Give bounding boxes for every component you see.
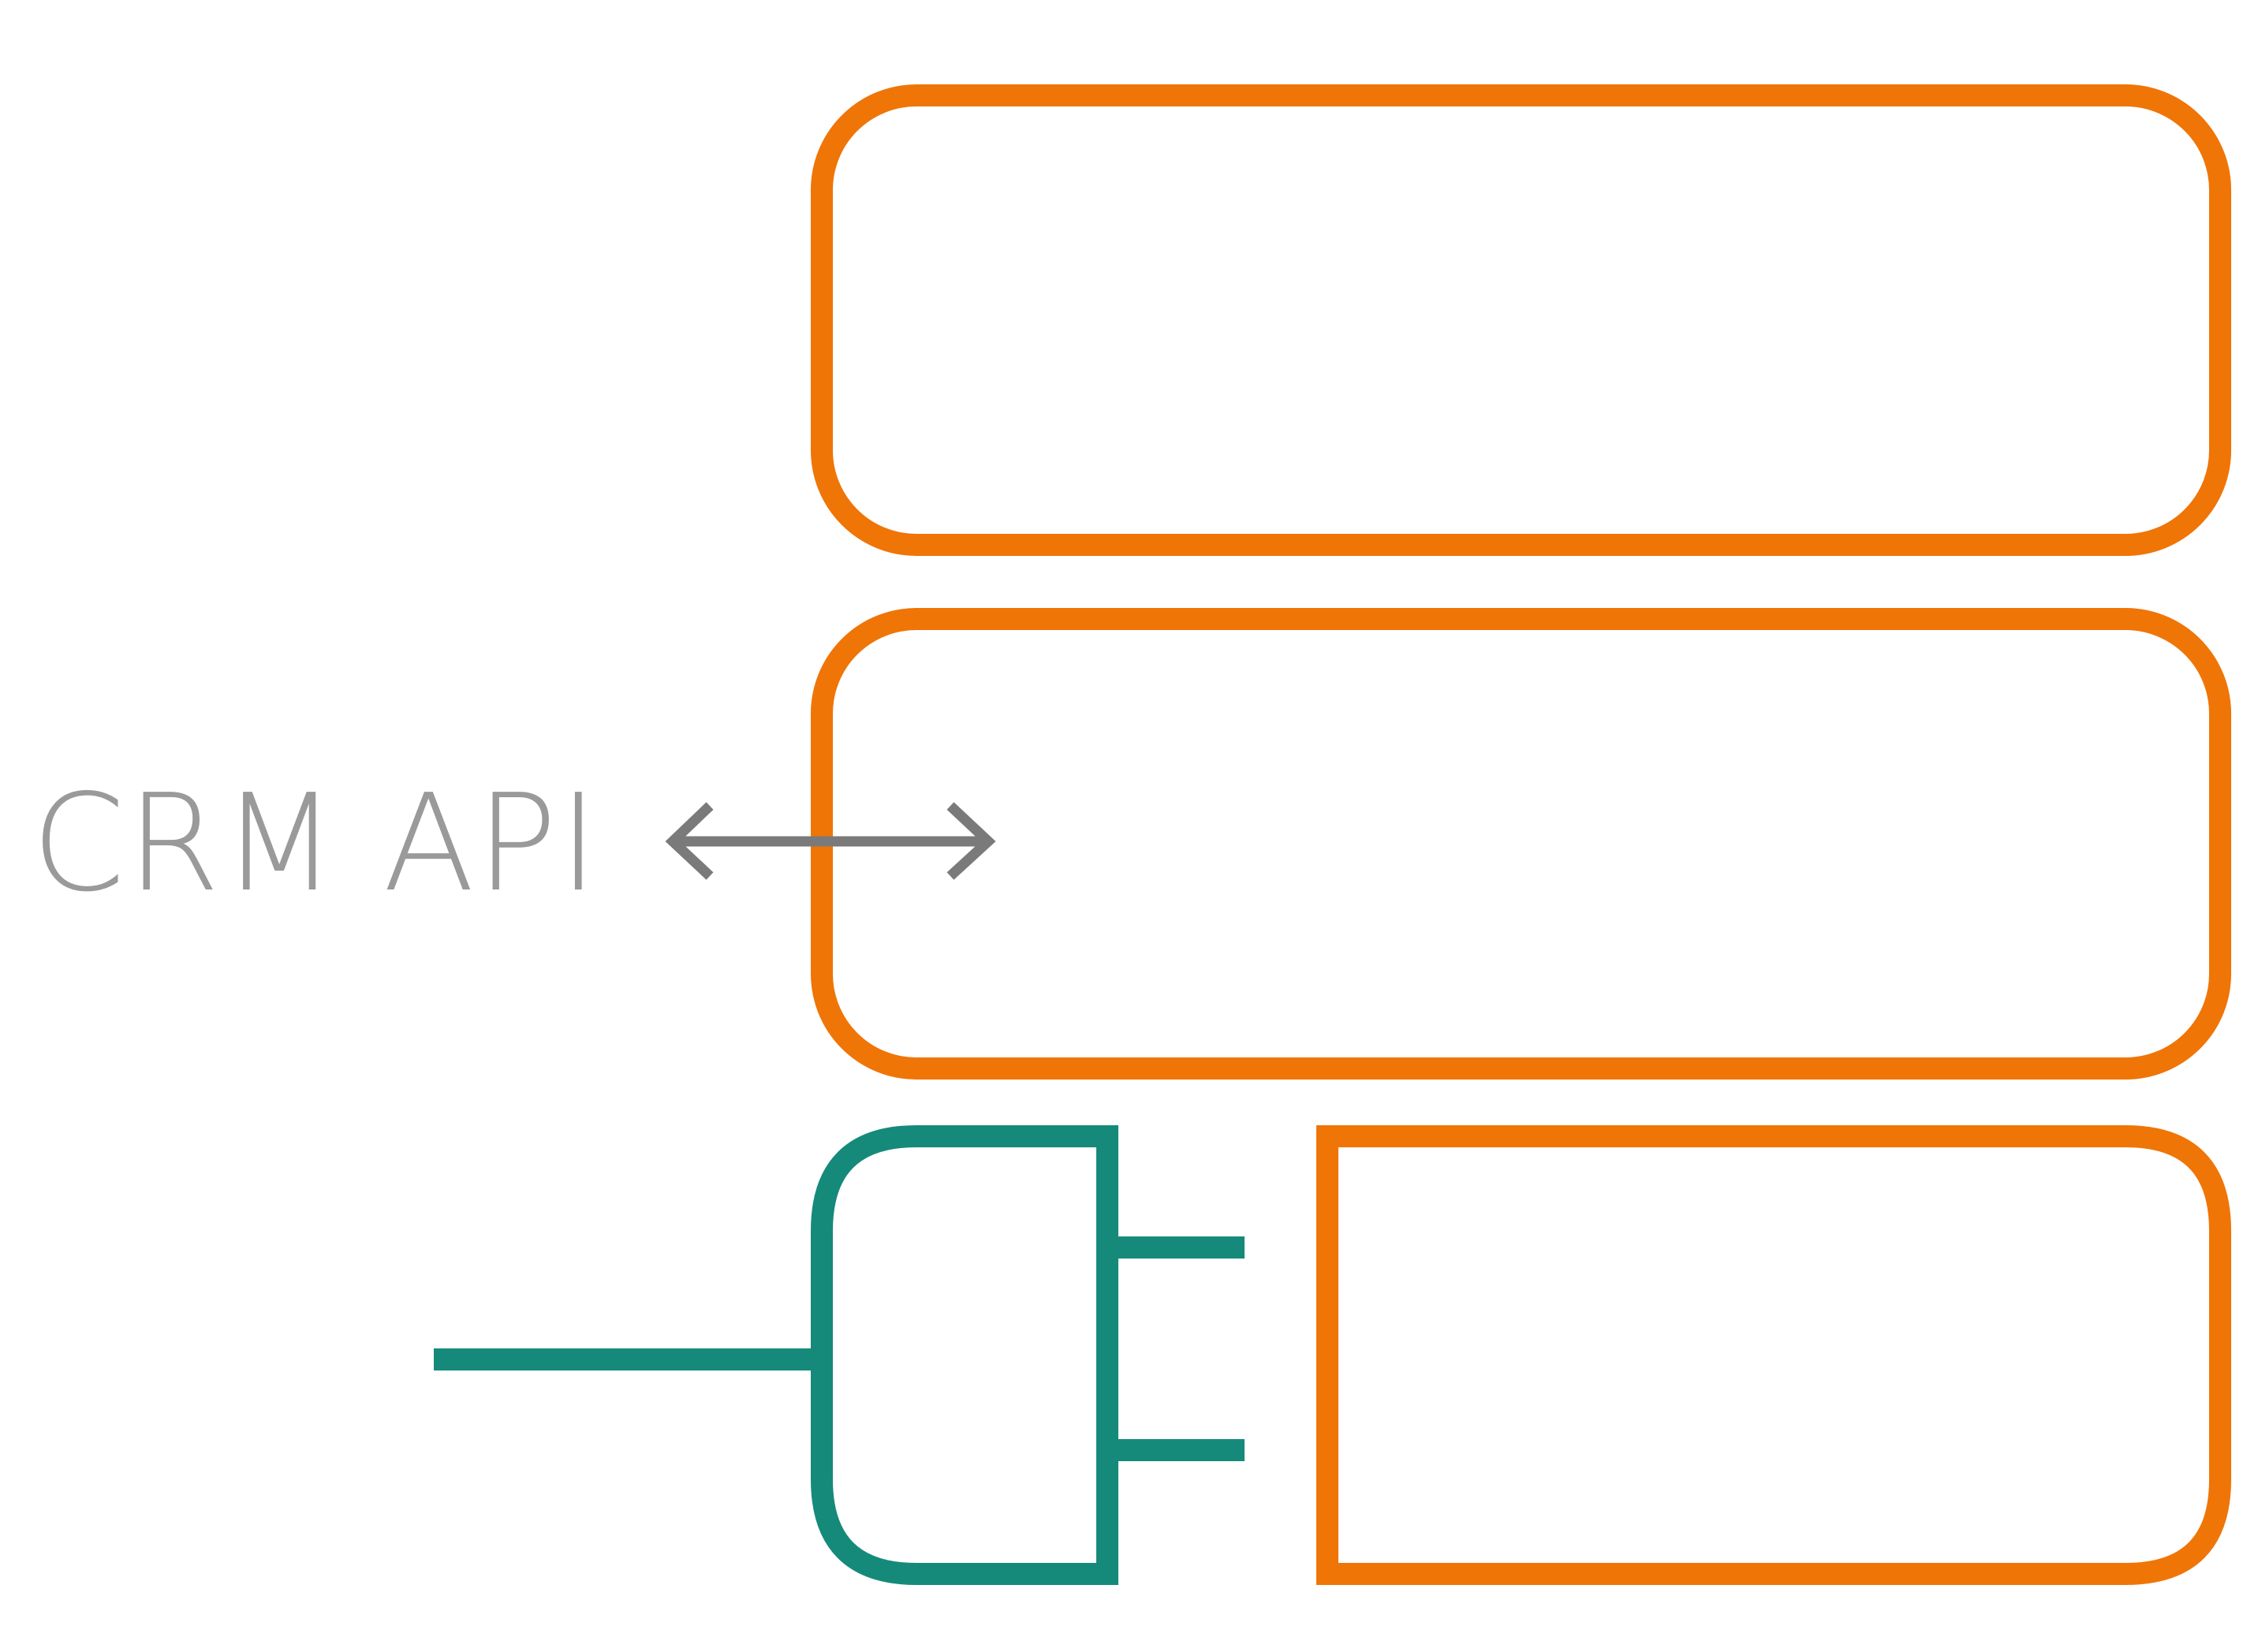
middle-system-box [811,608,2231,1080]
plug-icon [434,1125,1245,1585]
top-system-box [811,84,2231,556]
crm-api-label: CRM API [32,766,599,922]
double-headed-arrow-icon [665,802,996,880]
socket-box [1316,1125,2231,1585]
